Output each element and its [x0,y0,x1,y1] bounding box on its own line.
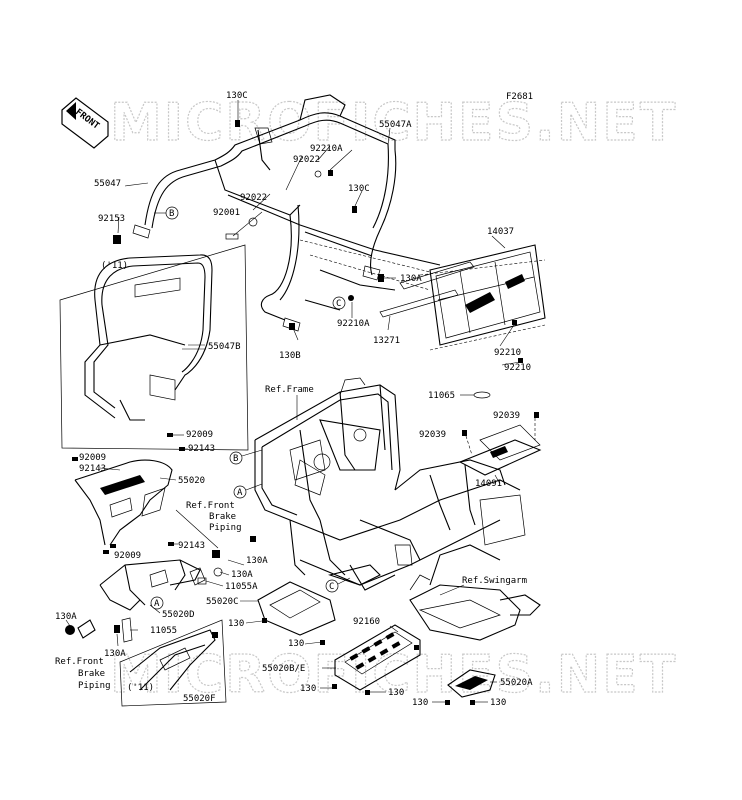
label-92001: 92001 [213,208,240,218]
label-year-lower: ('11) [127,683,154,693]
label-130b: 130B [279,351,301,361]
label-92022-b: 92022 [240,193,267,203]
label-130a-d: 130A [104,649,126,659]
label-92153: 92153 [98,214,125,224]
cap-11065 [460,391,491,399]
upper-fasteners [113,120,523,363]
label-year-upper: ('11) [101,261,128,271]
svg-text:A: A [154,599,160,609]
lower-leaders [116,509,323,647]
swingarm-fasteners [414,645,419,650]
plate-55020a [432,669,497,705]
svg-text:B: B [169,209,174,219]
label-14091: 14091 [475,479,502,489]
label-ref-front-brake2-3: Piping [78,681,111,691]
label-92039-a: 92039 [493,411,520,421]
bar-13271 [379,261,475,331]
mesh-panel-14037 [299,235,546,351]
label-55020: 55020 [178,476,205,486]
label-92210a-top: 92210A [310,144,343,154]
label-ref-front-brake-3: Piping [209,523,242,533]
label-92210a-mid: 92210A [337,319,370,329]
svg-text:A: A [237,488,243,498]
label-130a-c: 130A [55,612,77,622]
label-55047: 55047 [94,179,121,189]
label-11065: 11065 [428,391,455,401]
box-55047b [59,244,249,451]
label-55047b: 55047B [208,342,241,352]
label-92009-a: 92009 [186,430,213,440]
plate-55020c [240,581,336,645]
label-14037: 14037 [487,227,514,237]
label-ref-swingarm: Ref.Swingarm [462,576,527,586]
label-55020f: 55020F [183,694,216,704]
label-130-a: 130 [228,619,244,629]
label-92009-c: 92009 [114,551,141,561]
label-92210-b: 92210 [504,363,531,373]
label-130c-top: 130C [226,91,248,101]
label-ref-frame: Ref.Frame [265,385,314,395]
label-ref-front-brake-1: Ref.Front [186,501,235,511]
svg-text:B: B [233,454,238,464]
front-guard-55020 [74,459,177,546]
plate-14091 [458,412,542,485]
circle-a-lower: A [150,596,164,610]
main-frame [254,377,526,591]
label-55020c: 55020C [206,597,239,607]
label-130a-a: 130A [246,556,268,566]
label-11055: 11055 [150,626,177,636]
label-130-e: 130 [412,698,428,708]
label-ref-front-brake-2: Brake [209,512,236,522]
skid-plate-55020be [320,624,421,695]
label-130-f: 130 [490,698,506,708]
box-55020f [119,619,227,707]
label-13271: 13271 [373,336,400,346]
label-92143-c: 92143 [178,541,205,551]
watermark-top: MICROFICHES.NET [110,93,677,153]
circle-c-frame: C [325,577,351,593]
label-92143-b: 92143 [79,464,106,474]
label-130a-b: 130A [231,570,253,580]
label-ref-front-brake2-1: Ref.Front [55,657,104,667]
label-92160: 92160 [353,617,380,627]
label-130-c: 130 [300,684,316,694]
circle-c-upper: C [332,296,346,310]
label-55020d: 55020D [162,610,195,620]
label-92022-a: 92022 [293,155,320,165]
label-55020be: 55020B/E [262,664,305,674]
svg-text:C: C [336,299,341,309]
label-92210-a: 92210 [494,348,521,358]
label-92143-a: 92143 [188,444,215,454]
circle-b-frame: B [229,449,263,465]
upper-leaders [117,100,521,366]
swingarm-area [409,544,541,641]
svg-text:C: C [329,582,334,592]
clips-11055 [65,617,138,643]
label-130a-top: 130A [400,274,422,284]
circle-b-upper: B [154,206,179,220]
circle-a-frame: A [233,483,263,499]
figure-id: F2681 [506,92,533,102]
label-92039-b: 92039 [419,430,446,440]
label-55020a: 55020A [500,678,533,688]
label-130-d: 130 [388,688,404,698]
label-55047a: 55047A [379,120,412,130]
guard-55047-assembly [132,94,441,332]
left-fasteners [72,433,188,554]
front-arrow-icon: FRONT [61,97,109,149]
label-ref-front-brake2-2: Brake [78,669,105,679]
label-130-b: 130 [288,639,304,649]
part-labels: 130C 55047A 92210A 92022 55047 130C 9202… [55,91,533,708]
label-11055a: 11055A [225,582,258,592]
label-130c-mid: 130C [348,184,370,194]
label-92009-b: 92009 [79,453,106,463]
